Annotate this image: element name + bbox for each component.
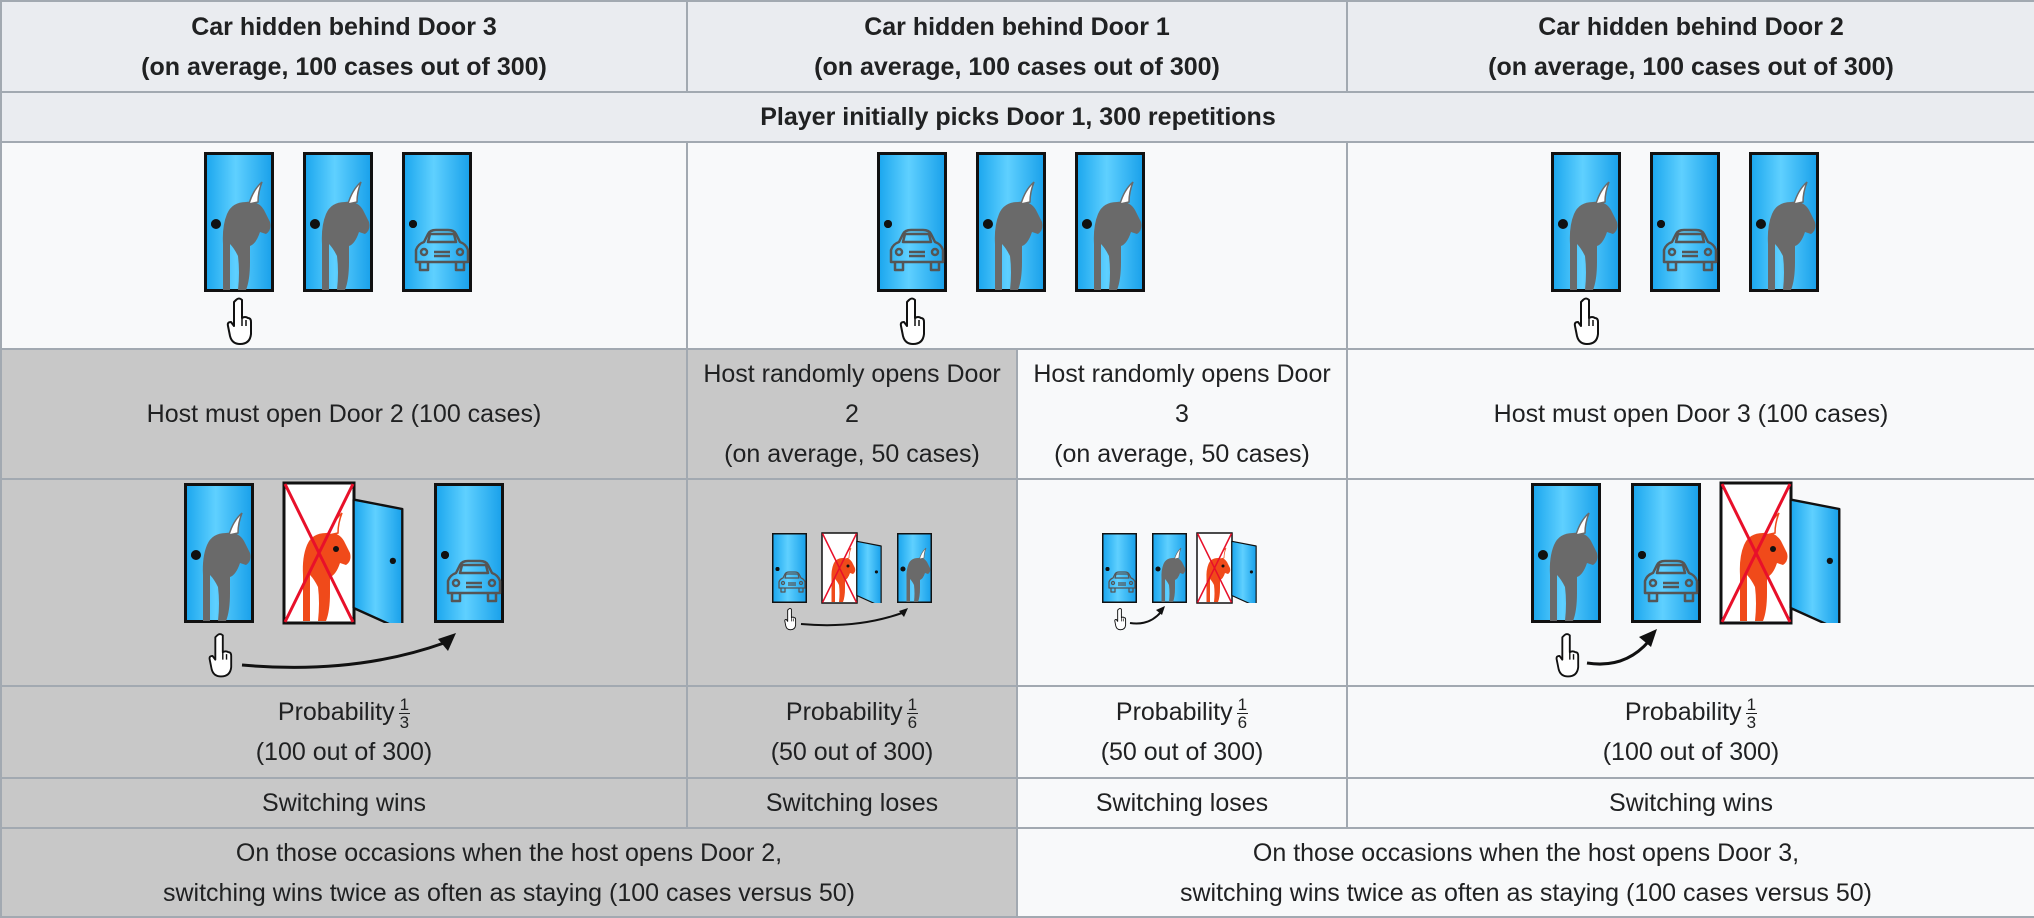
host-opens-door-3-small-illustration bbox=[1102, 531, 1257, 630]
host-opens-door-2-illustration bbox=[184, 481, 504, 677]
outcome-switching-loses: Switching loses bbox=[1016, 777, 1348, 829]
host-action-must-open-door-3: Host must open Door 3 (100 cases) bbox=[1346, 348, 2034, 480]
switch-arrow-icon bbox=[1586, 628, 1657, 665]
open-door-icon bbox=[1196, 531, 1257, 604]
crossed-out-icon bbox=[821, 532, 858, 603]
outcome-illustration-2 bbox=[686, 478, 1018, 687]
door-setup-car-door-2 bbox=[1346, 141, 2034, 350]
open-door-icon bbox=[821, 531, 882, 604]
crossed-out-icon bbox=[283, 482, 355, 623]
door-icon bbox=[434, 482, 504, 623]
pointing-hand-icon bbox=[1114, 607, 1127, 630]
door-setup-illustration bbox=[1551, 151, 1819, 345]
crossed-out-icon bbox=[1720, 482, 1792, 623]
door-icon bbox=[1749, 151, 1819, 292]
switch-arrow-icon bbox=[800, 607, 908, 626]
pointing-hand-icon bbox=[226, 297, 252, 345]
open-door-icon bbox=[282, 481, 404, 624]
door-icon bbox=[976, 151, 1046, 292]
outcome-illustration-4 bbox=[1346, 478, 2034, 687]
pointing-hand-icon bbox=[1573, 297, 1599, 345]
host-action-random-open-door-2: Host randomly opens Door 2 (on average, … bbox=[686, 348, 1018, 480]
column-header-car-door-2: Car hidden behind Door 2 (on average, 10… bbox=[1346, 0, 2034, 93]
door-icon bbox=[877, 151, 947, 292]
door-icon bbox=[402, 151, 472, 292]
door-icon bbox=[772, 532, 807, 603]
door-setup-illustration bbox=[204, 151, 472, 345]
door-setup-car-door-1 bbox=[686, 141, 1348, 350]
door-setup-illustration bbox=[877, 151, 1145, 345]
pointing-hand-icon bbox=[899, 297, 925, 345]
crossed-out-icon bbox=[1196, 532, 1233, 603]
door-icon bbox=[204, 151, 274, 292]
outcome-switching-wins: Switching wins bbox=[0, 777, 688, 829]
conclusion-host-opens-door-2: On those occasions when the host opens D… bbox=[0, 827, 1018, 918]
pointing-hand-icon bbox=[784, 607, 797, 630]
door-setup-car-door-3 bbox=[0, 141, 688, 350]
conclusion-host-opens-door-3: On those occasions when the host opens D… bbox=[1016, 827, 2034, 918]
door-icon bbox=[897, 532, 932, 603]
outcome-illustration-1 bbox=[0, 478, 688, 687]
door-icon bbox=[184, 482, 254, 623]
host-opens-door-3-illustration bbox=[1531, 481, 1841, 677]
host-opens-door-2-small-illustration bbox=[772, 531, 932, 630]
subheader-initial-pick: Player initially picks Door 1, 300 repet… bbox=[0, 91, 2034, 143]
door-icon bbox=[1102, 532, 1137, 603]
pointing-hand-icon bbox=[208, 632, 233, 677]
column-header-car-door-3: Car hidden behind Door 3 (on average, 10… bbox=[0, 0, 688, 93]
switch-arrow-icon bbox=[1129, 605, 1165, 624]
door-icon bbox=[1650, 151, 1720, 292]
door-icon bbox=[1551, 151, 1621, 292]
open-door-icon bbox=[1719, 481, 1841, 624]
outcome-switching-loses: Switching loses bbox=[686, 777, 1018, 829]
door-icon bbox=[1631, 482, 1701, 623]
outcome-illustration-3 bbox=[1016, 478, 1348, 687]
host-action-random-open-door-3: Host randomly opens Door 3 (on average, … bbox=[1016, 348, 1348, 480]
host-action-must-open-door-2: Host must open Door 2 (100 cases) bbox=[0, 348, 688, 480]
pointing-hand-icon bbox=[1555, 632, 1580, 677]
door-icon bbox=[1075, 151, 1145, 292]
switch-arrow-icon bbox=[241, 632, 456, 669]
door-icon bbox=[1152, 532, 1187, 603]
column-header-car-door-1: Car hidden behind Door 1 (on average, 10… bbox=[686, 0, 1348, 93]
outcome-switching-wins: Switching wins bbox=[1346, 777, 2034, 829]
door-icon bbox=[303, 151, 373, 292]
door-icon bbox=[1531, 482, 1601, 623]
